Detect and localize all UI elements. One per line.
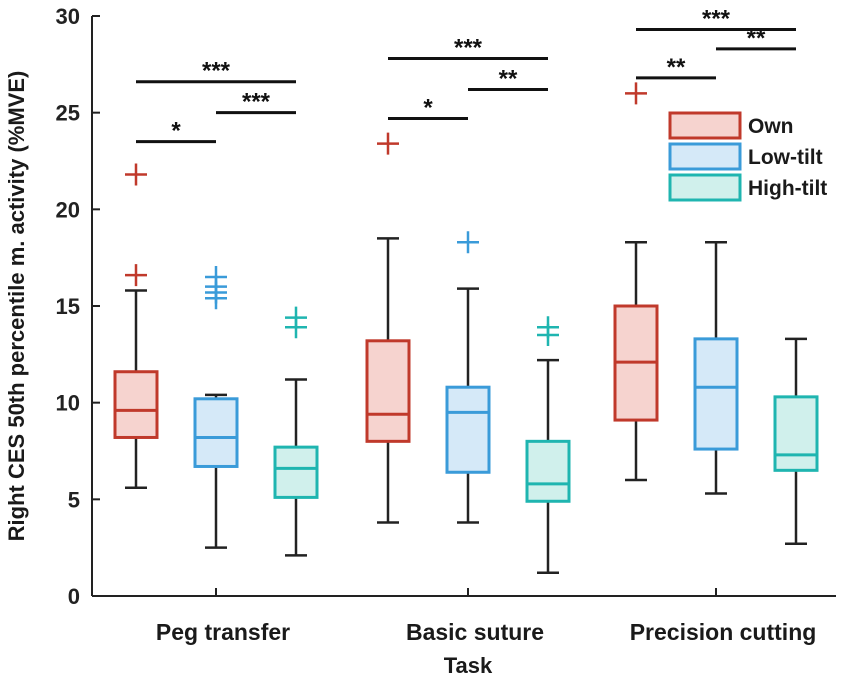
legend-swatch (668, 111, 742, 140)
significance-brackets: ******************** (136, 6, 796, 145)
box-high-tilt-0 (273, 306, 319, 557)
x-tick-label: Basic suture (406, 619, 544, 645)
box-low-tilt-0 (193, 266, 239, 549)
box-high-tilt-1 (525, 316, 571, 575)
x-axis-title: Task (444, 653, 493, 678)
box-own-1 (365, 132, 411, 524)
y-tick-label: 10 (56, 391, 80, 416)
outlier-marker (125, 264, 147, 287)
y-tick-label: 0 (68, 584, 80, 609)
outlier-marker (285, 316, 307, 339)
significance-label: * (171, 118, 181, 145)
significance-label: *** (454, 35, 483, 62)
legend-label: Own (748, 115, 794, 138)
outlier-marker (537, 324, 559, 346)
legend-label: Low-tilt (748, 146, 823, 169)
box-iqr (193, 397, 239, 468)
x-tick-label: Precision cutting (630, 619, 817, 645)
significance-label: *** (242, 89, 271, 116)
significance-label: ** (667, 54, 686, 81)
legend-swatch (668, 142, 742, 171)
significance-label: ** (499, 65, 518, 92)
box-high-tilt-2 (773, 337, 819, 546)
significance-label: ** (747, 25, 766, 52)
legend-swatch (668, 173, 742, 202)
box-iqr (525, 439, 571, 503)
box-iqr (365, 339, 411, 443)
x-tick-label: Peg transfer (156, 619, 290, 645)
box-iqr (693, 337, 739, 451)
y-tick-label: 25 (56, 101, 80, 126)
box-iqr (773, 395, 819, 472)
outlier-marker (205, 287, 227, 310)
box-iqr (273, 445, 319, 499)
outlier-marker (625, 82, 647, 105)
y-tick-label: 30 (56, 4, 80, 29)
box-low-tilt-1 (445, 231, 491, 524)
box-iqr (113, 370, 159, 439)
box-own-0 (113, 163, 159, 489)
box-iqr (445, 385, 491, 474)
y-tick-label: 5 (68, 487, 80, 512)
significance-label: *** (202, 58, 231, 85)
outlier-marker (125, 163, 147, 186)
y-tick-label: 15 (56, 294, 80, 319)
outlier-marker (457, 231, 479, 254)
outlier-marker (377, 132, 399, 155)
significance-label: * (423, 94, 433, 121)
legend-label: High-tilt (748, 177, 827, 200)
box-low-tilt-2 (693, 240, 739, 495)
y-tick-label: 20 (56, 197, 80, 222)
box-plots (113, 82, 819, 575)
box-own-2 (613, 82, 659, 482)
y-axis-title: Right CES 50th percentile m. activity (%… (4, 71, 29, 542)
significance-label: *** (702, 6, 731, 33)
